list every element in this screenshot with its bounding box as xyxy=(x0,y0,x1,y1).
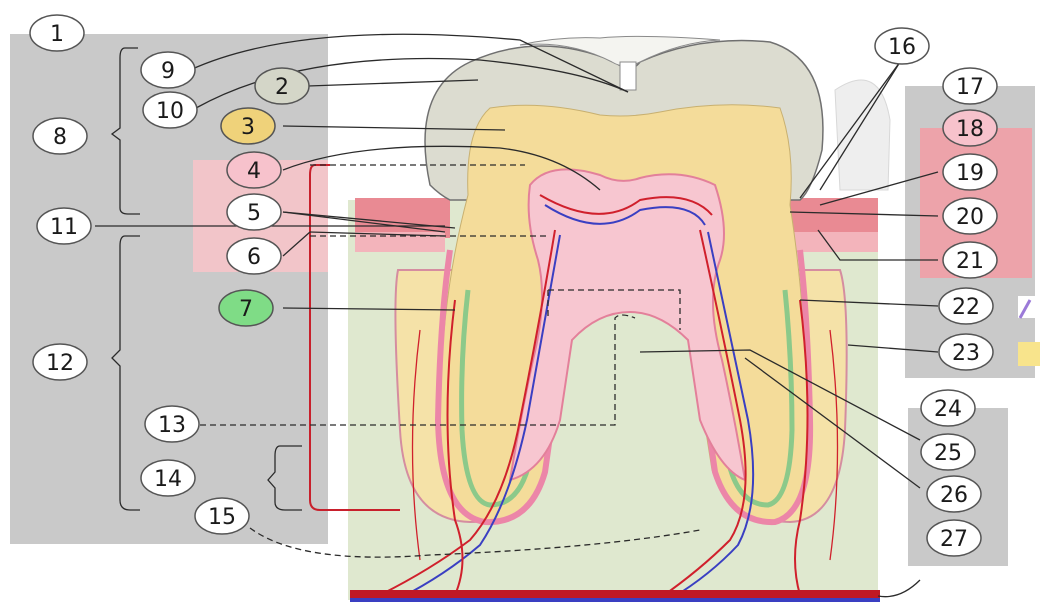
label-19: 19 xyxy=(943,154,997,190)
svg-text:23: 23 xyxy=(952,341,980,366)
neighbor-tooth-outline xyxy=(835,80,890,190)
svg-text:15: 15 xyxy=(208,505,236,530)
label-20: 20 xyxy=(943,198,997,234)
svg-text:16: 16 xyxy=(888,35,916,60)
svg-text:5: 5 xyxy=(247,201,261,226)
marker-yellow xyxy=(1018,342,1040,366)
svg-text:1: 1 xyxy=(50,22,64,47)
gum-right-inner xyxy=(790,232,878,252)
label-27: 27 xyxy=(927,520,981,556)
svg-text:12: 12 xyxy=(46,351,74,376)
svg-text:10: 10 xyxy=(156,99,184,124)
svg-text:11: 11 xyxy=(50,215,78,240)
label-10: 10 xyxy=(143,92,197,128)
label-24: 24 xyxy=(921,390,975,426)
label-15: 15 xyxy=(195,498,249,534)
fissure xyxy=(620,62,636,90)
svg-text:24: 24 xyxy=(934,397,962,422)
bottom-vein xyxy=(350,598,880,602)
svg-text:22: 22 xyxy=(952,295,980,320)
svg-text:7: 7 xyxy=(239,297,253,322)
label-4: 4 xyxy=(227,152,281,188)
label-6: 6 xyxy=(227,238,281,274)
svg-text:2: 2 xyxy=(275,75,289,100)
label-5: 5 xyxy=(227,194,281,230)
svg-text:6: 6 xyxy=(247,245,261,270)
svg-text:8: 8 xyxy=(53,125,67,150)
label-21: 21 xyxy=(943,242,997,278)
svg-text:3: 3 xyxy=(241,115,255,140)
label-9: 9 xyxy=(141,52,195,88)
label-7: 7 xyxy=(219,290,273,326)
svg-text:27: 27 xyxy=(940,527,968,552)
label-22: 22 xyxy=(939,288,993,324)
svg-text:18: 18 xyxy=(956,117,984,142)
svg-text:14: 14 xyxy=(154,467,182,492)
label-11: 11 xyxy=(37,208,91,244)
label-25: 25 xyxy=(921,434,975,470)
svg-text:25: 25 xyxy=(934,441,962,466)
label-1: 1 xyxy=(30,15,84,51)
label-26: 26 xyxy=(927,476,981,512)
label-13: 13 xyxy=(145,406,199,442)
label-23: 23 xyxy=(939,334,993,370)
label-12: 12 xyxy=(33,344,87,380)
svg-text:19: 19 xyxy=(956,161,984,186)
svg-text:21: 21 xyxy=(956,249,984,274)
svg-text:26: 26 xyxy=(940,483,968,508)
svg-text:17: 17 xyxy=(956,75,984,100)
bottom-artery xyxy=(350,590,880,598)
svg-text:20: 20 xyxy=(956,205,984,230)
label-14: 14 xyxy=(141,460,195,496)
svg-text:4: 4 xyxy=(247,159,261,184)
label-8: 8 xyxy=(33,118,87,154)
label-2: 2 xyxy=(255,68,309,104)
svg-text:13: 13 xyxy=(158,413,186,438)
label-17: 17 xyxy=(943,68,997,104)
svg-text:9: 9 xyxy=(161,59,175,84)
label-18: 18 xyxy=(943,110,997,146)
label-16: 16 xyxy=(875,28,929,64)
label-3: 3 xyxy=(221,108,275,144)
